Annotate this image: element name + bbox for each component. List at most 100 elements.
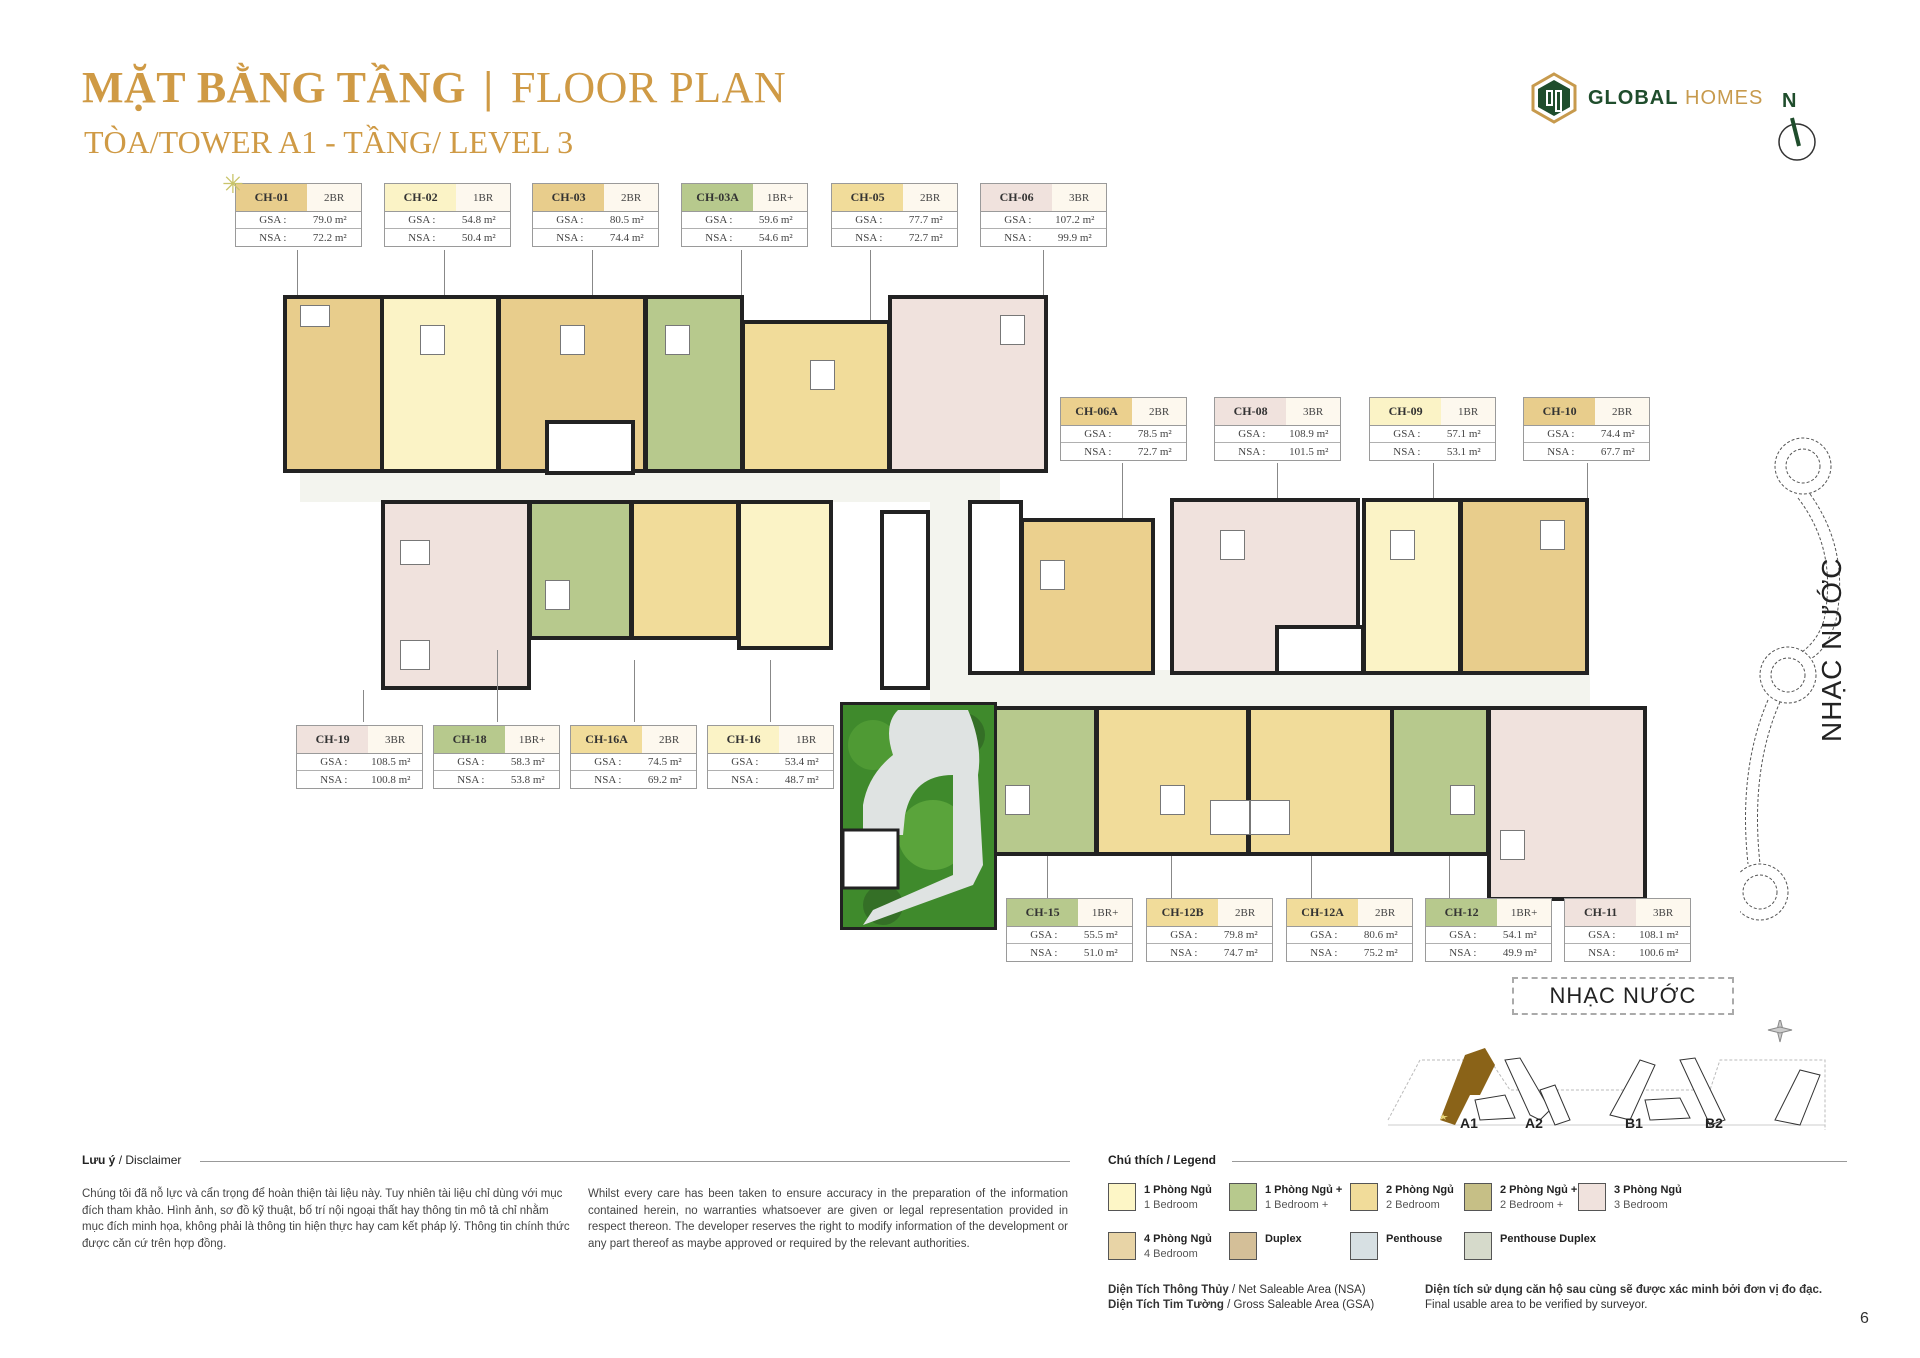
legend-item: 2 Phòng Ngủ +2 Bedroom +	[1464, 1183, 1577, 1213]
unit-code: CH-18	[434, 726, 506, 753]
keyplan-label-B2: B2	[1705, 1115, 1723, 1130]
leader-line	[870, 250, 871, 320]
north-label: N	[1782, 90, 1797, 112]
nsa-value: 72.7 m²	[1137, 445, 1172, 458]
unit-type: 2BR	[1595, 398, 1649, 425]
unit-CH-16A[interactable]	[630, 500, 740, 640]
unit-CH-12A[interactable]	[1247, 706, 1402, 856]
gsa-label: GSA :	[1004, 214, 1032, 226]
nsa-value: 53.8 m²	[510, 773, 545, 786]
gsa-label: GSA :	[1310, 929, 1338, 941]
unit-CH-19[interactable]	[381, 500, 531, 690]
nsa-label: NSA :	[1004, 231, 1032, 244]
bed-icon	[1220, 530, 1245, 560]
gsa-label: GSA :	[1449, 929, 1477, 941]
gsa-value: 54.8 m²	[461, 214, 496, 226]
disclaimer-title-en: / Disclaimer	[118, 1153, 182, 1167]
unit-CH-03A[interactable]	[644, 295, 744, 473]
nsa-label-en: / Net Saleable Area (NSA)	[1231, 1284, 1366, 1296]
gsa-label: GSA :	[259, 214, 287, 226]
unit-CH-16[interactable]	[737, 500, 833, 650]
unit-CH-12[interactable]	[1390, 706, 1490, 856]
nsa-value: 72.7 m²	[908, 231, 943, 244]
nsa-label: NSA :	[1030, 946, 1058, 959]
nsa-value: 100.6 m²	[1639, 946, 1679, 959]
bed-icon	[1210, 800, 1250, 835]
unit-CH-02[interactable]	[380, 295, 500, 473]
leader-line	[363, 690, 364, 722]
divider	[1232, 1161, 1847, 1162]
bed-icon	[1160, 785, 1185, 815]
stair-core-2	[1275, 625, 1365, 675]
unit-CH-15[interactable]	[993, 706, 1098, 856]
gsa-label: GSA :	[1030, 929, 1058, 941]
unit-CH-06A[interactable]	[1020, 518, 1155, 675]
gsa-label: GSA :	[594, 756, 622, 768]
nsa-value: 75.2 m²	[1363, 946, 1398, 959]
legend-label-vi: 1 Phòng Ngủ	[1144, 1184, 1212, 1196]
gsa-value: 108.9 m²	[1289, 428, 1329, 440]
unit-CH-09[interactable]	[1362, 498, 1462, 675]
nsa-row: NSA :100.6 m²	[1565, 944, 1690, 961]
gsa-value: 108.5 m²	[371, 756, 411, 768]
fountain-path-icon	[1740, 437, 1841, 921]
unit-CH-05[interactable]	[741, 320, 891, 473]
gsa-row: GSA :79.8 m²	[1147, 927, 1272, 944]
unit-type: 3BR	[368, 726, 422, 753]
nsa-label: NSA :	[259, 231, 287, 244]
unit-code: CH-03A	[682, 184, 754, 211]
legend-label-en: 1 Bedroom +	[1265, 1199, 1329, 1211]
bed-icon	[560, 325, 585, 355]
unit-type: 1BR	[456, 184, 510, 211]
gsa-label: GSA :	[1547, 428, 1575, 440]
lift-core-1	[880, 510, 930, 690]
legend-title: Chú thích / Legend	[1108, 1153, 1216, 1167]
gsa-value: 77.7 m²	[908, 214, 943, 226]
bed-icon	[1250, 800, 1290, 835]
gsa-row: GSA :78.5 m²	[1061, 426, 1186, 443]
bed-icon	[545, 580, 570, 610]
gsa-label: GSA :	[1588, 929, 1616, 941]
unit-CH-10[interactable]	[1459, 498, 1589, 675]
divider	[200, 1161, 1070, 1162]
gsa-label: GSA :	[1170, 929, 1198, 941]
nsa-value: 51.0 m²	[1083, 946, 1118, 959]
unit-CH-11[interactable]	[1487, 706, 1647, 901]
unit-CH-18[interactable]	[528, 500, 633, 640]
nsa-label: NSA :	[556, 231, 584, 244]
unit-code: CH-16	[708, 726, 780, 753]
gsa-row: GSA : 108.1 m²	[1565, 927, 1690, 944]
nsa-label: NSA :	[705, 231, 733, 244]
bed-icon	[1500, 830, 1525, 860]
nsa-label-vi: Diện Tích Thông Thủy	[1108, 1284, 1229, 1296]
legend-label-vi: 3 Phòng Ngủ	[1614, 1184, 1682, 1196]
lift-core-2	[968, 500, 1023, 675]
legend-swatch	[1464, 1232, 1492, 1260]
nsa-row: NSA :69.2 m²	[571, 771, 696, 788]
unit-code: CH-12A	[1287, 899, 1359, 926]
unit-type: 2BR	[642, 726, 696, 753]
gsa-row: GSA :79.0 m²	[236, 212, 361, 229]
legend-label-vi: Penthouse Duplex	[1500, 1233, 1596, 1245]
leader-line	[1449, 856, 1450, 898]
logo-hexagon-icon	[1531, 72, 1577, 124]
unit-type: 2BR	[903, 184, 957, 211]
fountain-label-vertical: NHẠC NƯỚC	[1816, 557, 1847, 742]
gsa-value: 74.5 m²	[647, 756, 682, 768]
unit-code: CH-16A	[571, 726, 643, 753]
gsa-label: GSA :	[731, 756, 759, 768]
nsa-value: 99.9 m²	[1057, 231, 1092, 244]
gsa-row: GSA :108.9 m²	[1215, 426, 1340, 443]
gsa-value: 108.1 m²	[1639, 929, 1679, 941]
title-vi: MẶT BẰNG TẦNG	[82, 63, 466, 112]
